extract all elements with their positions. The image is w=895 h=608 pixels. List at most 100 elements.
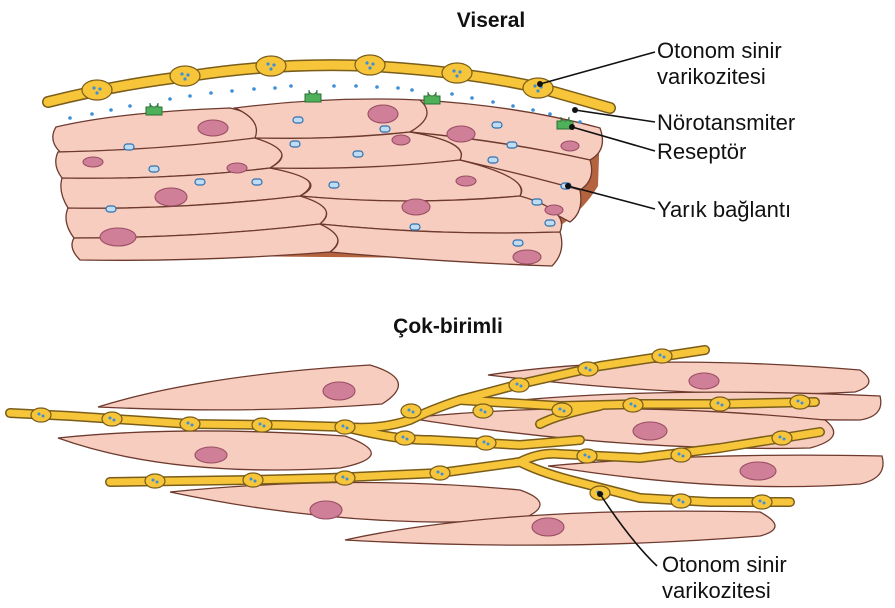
- varicosity: [31, 408, 51, 422]
- nucleus: [402, 199, 430, 215]
- neurotransmitter-dot: [128, 104, 132, 108]
- gap-junction: [513, 240, 523, 246]
- nucleus: [689, 373, 719, 389]
- nucleus: [368, 105, 398, 123]
- varicosity: [790, 395, 810, 409]
- gap-junction: [293, 117, 303, 123]
- varicosity: [180, 417, 200, 431]
- neurotransmitter-dot: [578, 120, 582, 124]
- neurotransmitter-dot: [188, 94, 192, 98]
- gap-junction: [353, 151, 363, 157]
- gap-junction: [532, 199, 542, 205]
- neurotransmitter-dot: [252, 87, 256, 91]
- gap-junction: [124, 144, 134, 150]
- gap-junction: [106, 206, 116, 212]
- neurotransmitter-dot: [273, 86, 277, 90]
- neurotransmitter-dot: [410, 88, 414, 92]
- gap-junction: [492, 122, 502, 128]
- visceral-varicosity-label-line2: varikozitesi: [657, 64, 766, 89]
- receptor: [146, 103, 162, 115]
- gap-junction: [290, 141, 300, 147]
- nucleus: [323, 382, 355, 400]
- neurotransmitter-label: Nörotansmiter: [657, 110, 795, 135]
- neurotransmitter-dot: [168, 97, 172, 101]
- neurotransmitter-dot: [531, 108, 535, 112]
- varicosity: [442, 63, 472, 83]
- nucleus: [83, 157, 103, 167]
- varicosity: [578, 362, 598, 376]
- varicosity: [623, 398, 643, 412]
- varicosity: [335, 471, 355, 485]
- nucleus: [740, 462, 776, 480]
- multiunit-title: Çok-birimli: [393, 315, 503, 338]
- nucleus: [227, 163, 247, 173]
- visceral-varicosity-label-line1: Otonom sinir: [657, 38, 782, 63]
- varicosity: [552, 403, 572, 417]
- varicosity: [102, 412, 122, 426]
- neurotransmitter-dot: [548, 112, 552, 116]
- varicosity: [577, 449, 597, 463]
- varicosity: [671, 494, 691, 508]
- varicosity: [256, 56, 286, 76]
- neurotransmitter-dot: [68, 116, 72, 120]
- nucleus: [633, 422, 667, 440]
- varicosity: [252, 418, 272, 432]
- neurotransmitter-dot: [354, 84, 358, 88]
- nucleus: [392, 135, 410, 145]
- varicosity: [473, 404, 493, 418]
- multiunit-varicosity-label-line1: Otonom sinir: [662, 552, 787, 577]
- nucleus: [513, 250, 541, 264]
- gap-junction: [380, 126, 390, 132]
- varicosity: [335, 420, 355, 434]
- nucleus: [447, 126, 475, 142]
- nucleus: [561, 141, 579, 151]
- neurotransmitter-dot: [375, 85, 379, 89]
- nucleus: [100, 228, 136, 246]
- nucleus: [195, 447, 227, 463]
- neurotransmitter-dot: [332, 84, 336, 88]
- varicosity: [82, 80, 112, 100]
- neurotransmitter-dot: [230, 89, 234, 93]
- receptor: [424, 92, 440, 104]
- varicosity: [710, 397, 730, 411]
- neurotransmitter-dot: [90, 112, 94, 116]
- varicosity: [772, 431, 792, 445]
- multiunit-panel: Çok-birimli: [10, 315, 883, 603]
- varicosity: [243, 473, 263, 487]
- varicosity: [430, 466, 450, 480]
- neurotransmitter-dot: [470, 96, 474, 100]
- visceral-panel: Viseral: [48, 9, 795, 266]
- nucleus: [155, 188, 187, 206]
- gap-junction: [488, 157, 498, 163]
- gap-junction: [195, 179, 205, 185]
- varicosity: [752, 495, 772, 509]
- visceral-title: Viseral: [457, 9, 526, 32]
- gap-junction: [329, 182, 339, 188]
- neurotransmitter-dot: [209, 91, 213, 95]
- nucleus: [456, 176, 476, 186]
- gap-junction: [507, 142, 517, 148]
- nucleus: [198, 120, 228, 136]
- receptor: [305, 90, 321, 102]
- varicosity: [145, 474, 165, 488]
- varicosity: [476, 436, 496, 450]
- varicosity: [395, 431, 415, 445]
- gap-junction: [149, 166, 159, 172]
- gap-junction: [252, 179, 262, 185]
- varicosity: [401, 404, 421, 418]
- nucleus: [545, 205, 563, 215]
- multiunit-muscle-cells: [58, 362, 883, 545]
- neurotransmitter-dot: [450, 92, 454, 96]
- neurotransmitter-dot: [109, 108, 113, 112]
- neurotransmitter-dot: [396, 86, 400, 90]
- nucleus: [310, 501, 342, 519]
- neurotransmitter-dot: [491, 100, 495, 104]
- receptor-label: Reseptör: [657, 139, 746, 164]
- varicosity: [509, 378, 529, 392]
- varicosity: [170, 66, 200, 86]
- gap-junction-label: Yarık bağlantı: [657, 197, 791, 222]
- nucleus: [532, 518, 564, 536]
- varicosity: [355, 55, 385, 75]
- varicosity: [671, 448, 691, 462]
